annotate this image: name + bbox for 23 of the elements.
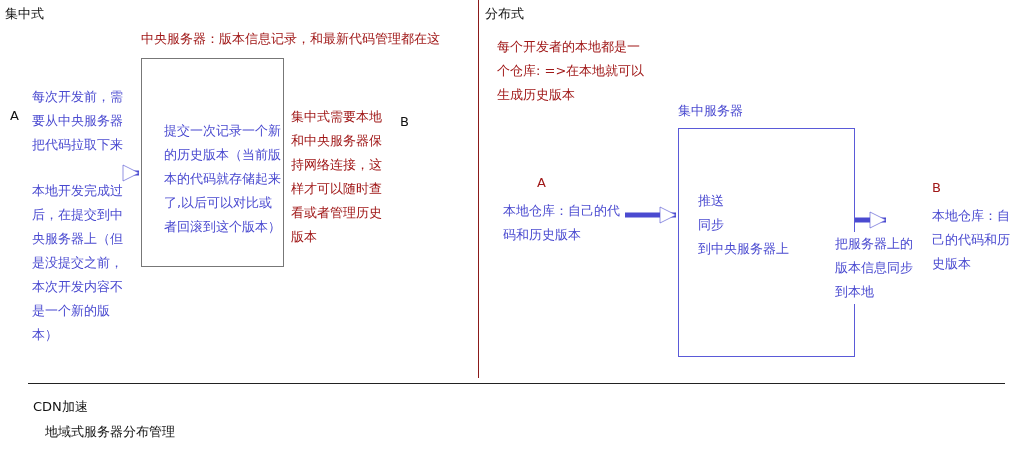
description-text: 每次开发前，需要从中央服务器把代码拉取下来 <box>32 88 124 154</box>
description-text: 本地仓库：自己的代码和历史版本 <box>932 207 1010 273</box>
box-text: 推送 <box>698 192 724 210</box>
section-heading: CDN加速 <box>33 398 89 416</box>
letter-label: B <box>932 180 941 195</box>
box-text: 提交一次记录一个新的历史版本（当前版本的代码就存储起来了,以后可以对比或者回滚到这个版本） <box>164 122 282 236</box>
section-heading: 集中式 <box>5 5 45 23</box>
letter-label: A <box>10 108 19 123</box>
arrow <box>625 206 677 224</box>
note-text: 地域式服务器分布管理 <box>45 423 176 441</box>
note-text: 集中式需要本地和中央服务器保持网络连接，这样才可以随时查看或者管理历史版本 <box>291 108 383 246</box>
box-text: 到中央服务器上 <box>698 240 789 258</box>
box-heading: 中央服务器：版本信息记录，和最新代码管理都在这 <box>141 30 440 48</box>
description-text: 本地开发完成过后，在提交到中央服务器上（但是没提交之前，本次开发内容不是一个新的版本） <box>32 182 124 344</box>
letter-label: B <box>400 114 410 129</box>
letter-label: A <box>537 175 546 190</box>
note-text: 每个开发者的本地都是一个仓库: =>在本地就可以生成历史版本 <box>497 38 646 104</box>
box-text: 同步 <box>698 216 724 234</box>
description-text: 本地仓库：自己的代码和历史版本 <box>503 202 621 244</box>
arrow <box>855 211 887 229</box>
section-heading: 分布式 <box>485 5 525 23</box>
box-heading: 集中服务器 <box>678 102 743 120</box>
arrow <box>122 164 140 182</box>
